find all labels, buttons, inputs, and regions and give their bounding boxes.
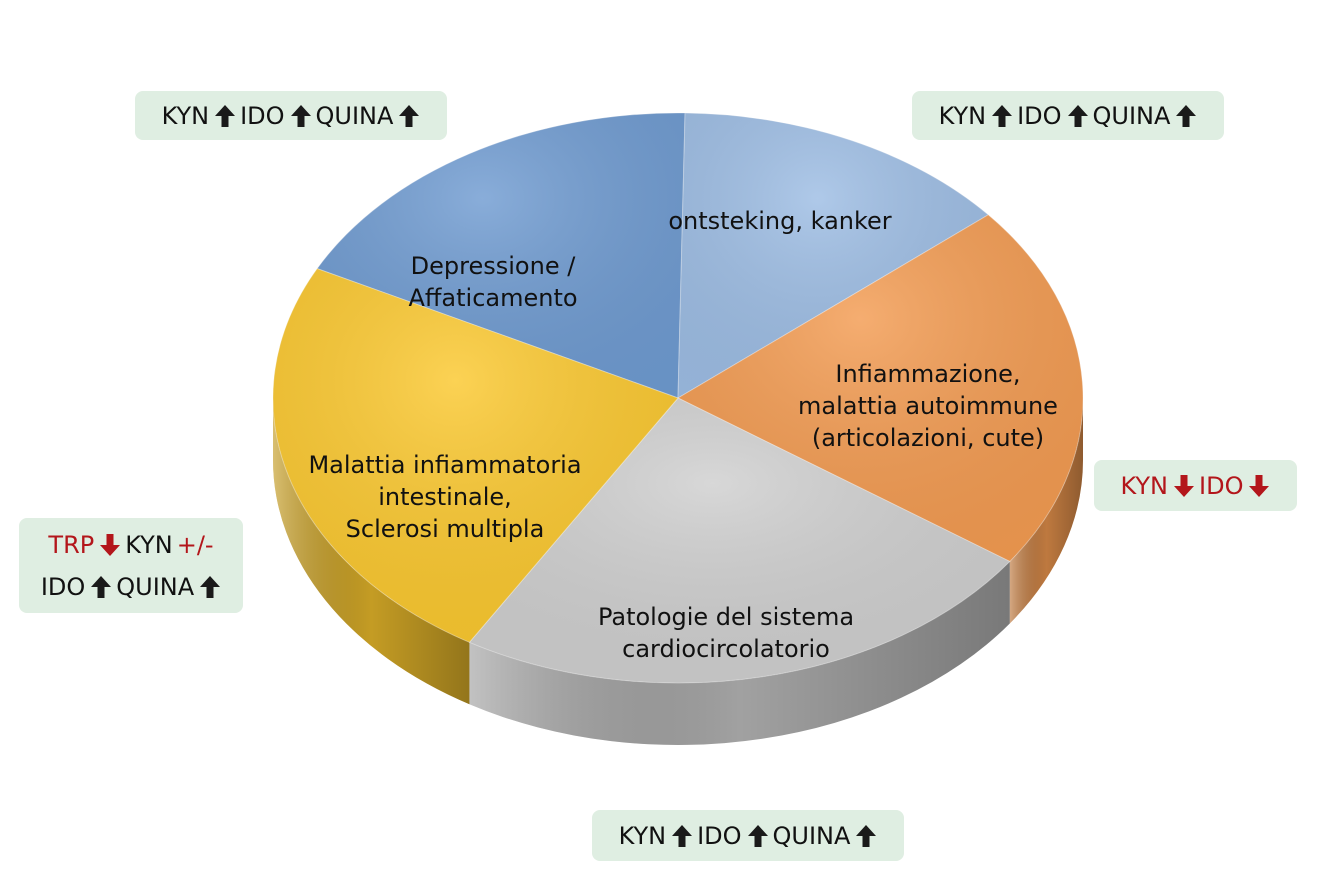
slice-gloss-depressione — [317, 113, 686, 399]
badge-item-text: KYN — [618, 821, 667, 850]
badge-item-: +/- — [177, 525, 214, 565]
label-ontsteking: ontsteking, kanker — [668, 207, 892, 235]
badge-item-ido: IDO — [41, 567, 112, 607]
arrow-down-icon — [1173, 474, 1195, 498]
arrow-up-icon — [90, 575, 112, 599]
label-depressione: Depressione / Affaticamento — [408, 252, 578, 312]
badge-right: KYN IDO — [1094, 460, 1297, 511]
badge-item-kyn: KYN — [162, 96, 237, 136]
badge-item-text: IDO — [1199, 471, 1244, 500]
arrow-up-icon — [199, 575, 221, 599]
badge-item-text: KYN — [125, 530, 173, 559]
badge-left: TRP KYN+/- IDO QUINA — [19, 518, 243, 613]
badge-item-kyn: KYN — [939, 96, 1014, 136]
badge-item-quina: QUINA — [316, 96, 421, 136]
arrow-up-icon — [671, 824, 693, 848]
badge-bottom: KYN IDO QUINA — [592, 810, 904, 861]
slice-gloss-ontsteking — [678, 113, 989, 399]
label-intestinale: Malattia infiammatoria intestinale, Scle… — [308, 451, 582, 543]
badge-item-quina: QUINA — [116, 567, 221, 607]
slice-gloss-infiammazione — [678, 214, 1083, 562]
badge-item-ido: IDO — [1017, 96, 1088, 136]
slice-gloss-intestinale — [272, 268, 678, 643]
badge-item-trp: TRP — [48, 525, 121, 565]
rim-shade-cardio — [469, 561, 1010, 745]
arrow-up-icon — [1175, 104, 1197, 128]
badge-item-text: +/- — [176, 530, 214, 559]
arrow-up-icon — [290, 104, 312, 128]
badge-item-kyn: KYN — [619, 816, 694, 856]
arrow-up-icon — [747, 824, 769, 848]
label-infiammazione: Infiammazione, malattia autoimmune (arti… — [798, 360, 1058, 452]
badge-item-text: IDO — [1017, 101, 1062, 130]
badge-item-ido: IDO — [697, 816, 768, 856]
arrow-down-icon — [1248, 474, 1270, 498]
label-cardio: Patologie del sistema cardiocircolatorio — [597, 603, 855, 663]
arrow-down-icon — [99, 533, 121, 557]
badge-item-text: QUINA — [116, 572, 195, 601]
badge-item-text: KYN — [1120, 471, 1169, 500]
badge-item-text: QUINA — [315, 101, 394, 130]
badge-item-kyn: KYN — [125, 525, 173, 565]
badge-top-left: KYN IDO QUINA — [135, 91, 447, 140]
arrow-up-icon — [1067, 104, 1089, 128]
badge-item-kyn: KYN — [1121, 466, 1196, 506]
badge-item-text: IDO — [240, 101, 285, 130]
badge-item-quina: QUINA — [773, 816, 878, 856]
badge-item-text: KYN — [938, 101, 987, 130]
badge-item-ido: IDO — [1199, 466, 1270, 506]
badge-item-text: IDO — [40, 572, 86, 601]
pie-rim — [273, 398, 1083, 745]
badge-item-text: QUINA — [772, 821, 851, 850]
arrow-up-icon — [214, 104, 236, 128]
arrow-up-icon — [991, 104, 1013, 128]
badge-item-text: IDO — [697, 821, 742, 850]
pie-top — [272, 112, 1084, 684]
rim-shade-infiammazione — [1009, 398, 1083, 624]
arrow-up-icon — [855, 824, 877, 848]
rim-shade-intestinale — [273, 398, 470, 705]
badge-item-text: KYN — [161, 101, 210, 130]
badge-item-text: QUINA — [1092, 101, 1171, 130]
badge-item-quina: QUINA — [1093, 96, 1198, 136]
badge-top-right: KYN IDO QUINA — [912, 91, 1224, 140]
badge-item-text: TRP — [48, 530, 95, 559]
arrow-up-icon — [398, 104, 420, 128]
badge-item-ido: IDO — [240, 96, 311, 136]
slice-gloss-cardio — [469, 398, 1010, 683]
